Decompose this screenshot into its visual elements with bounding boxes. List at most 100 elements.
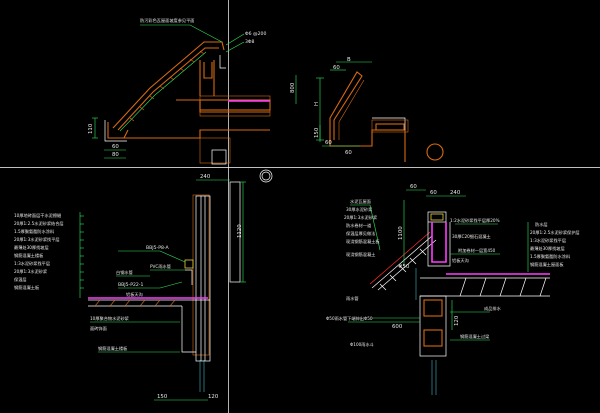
detail3-ref-1: BBJ5-P8-A [146, 245, 169, 251]
detail2-dim-60b: 60 [333, 65, 340, 71]
detail3-note-gutter: 铝板天沟 [126, 291, 143, 298]
detail3-note-bottom-2: 面砖饰面 [90, 325, 107, 332]
roof-slope-outer [112, 41, 225, 129]
detail4-note-bottom: Φ100雨水斗 [350, 341, 374, 348]
detail2-dim-60c: 60 [345, 150, 352, 156]
detail3-layer-4: 20厚1:3水泥砂浆找平层 [14, 236, 60, 243]
roof-slope-red [369, 231, 431, 285]
leader-callout-b [225, 41, 245, 53]
detail-1-eave-section: 防污彩色瓦屋面坡度参见平面 Φ6 @200 3Φ8 110 60 80 [88, 17, 271, 165]
detail4-note-right-2: 钢筋混凝土过梁 [460, 333, 490, 340]
leader-ref-2 [118, 281, 183, 289]
gutter-outline [427, 222, 451, 267]
leader-top-note [140, 24, 223, 43]
detail3-ref-2: BBJ5-P22-1 [118, 282, 144, 288]
gutter-bracket [185, 269, 193, 285]
detail4-note-gutter-2: 铝板天沟 [452, 257, 469, 264]
detail-2-parapet-section: 800 H 150 60 B 60 60 [290, 57, 444, 162]
detail4-dim-60b: 60 [410, 184, 417, 190]
detail4-roof-right-4: 最薄处30厚找坡层 [530, 245, 565, 252]
detail1-dim-110: 110 [88, 123, 94, 134]
eave-gutter-outline [104, 120, 127, 142]
drain-outlet [184, 259, 194, 269]
wall-column-outline [195, 195, 211, 362]
roof-slope-inner [377, 239, 437, 291]
detail3-note-drain: PVC雨水管 [150, 263, 171, 270]
detail3-dim-240: 240 [200, 174, 211, 180]
detail4-note-gutter-1: 附加卷材一层宽450 [458, 247, 496, 254]
detail3-dim-120: 120 [208, 394, 219, 400]
wall-lower [199, 137, 231, 164]
wall-right-outline [229, 181, 241, 283]
detail-4-eave-gutter-section: 水泥瓦屋面 30厚水泥砂浆 20厚1:3水泥砂浆 防水卷材一道 保温层厚见做法 … [326, 184, 580, 395]
detail3-layer-1: 10厚地砖面层干水泥擦缝 [14, 212, 62, 219]
parapet-outline-outer [329, 71, 406, 162]
detail4-roof-left-4: 防水卷材一道 [346, 222, 372, 229]
detail4-roof-right-2: 20厚1:2.5水泥砂浆保护层 [530, 229, 580, 236]
detail4-dim-1100: 1100 [398, 226, 404, 240]
detail1-callout-a: Φ6 @200 [245, 31, 266, 37]
detail4-roof-left-6: 现浇钢筋混凝土板 [346, 238, 380, 245]
detail3-note-steel: 白钢水管 [116, 269, 133, 276]
detail3-layer-10: 钢筋混凝土板 [14, 284, 40, 291]
detail3-layer-3: 1.5厚聚氨酯防水涂料 [14, 228, 55, 235]
detail2-dim-60: 60 [325, 140, 332, 146]
slab-edge [181, 306, 196, 353]
slab-hatch [459, 277, 547, 297]
detail4-note-pipe: Φ50雨水管下端伸出Φ50 [326, 315, 373, 322]
drain-circle [426, 143, 444, 161]
roof-tile-line [119, 51, 207, 132]
roof-tile-hatch [379, 248, 427, 291]
lintel-block [423, 299, 443, 317]
detail4-roof-right-5: 1.5厚聚氨酯防水涂料 [530, 253, 571, 260]
parapet-trough [203, 62, 213, 79]
slab-hatch [94, 299, 176, 307]
detail2-dim-b: B [347, 57, 351, 63]
detail4-note-slab: 现浇钢筋混凝土 [346, 251, 375, 258]
detail3-layer-7: 1:3水泥砂浆找平层 [14, 260, 50, 267]
detail3-dim-1120: 1120 [237, 224, 243, 238]
detail4-dim-240: 240 [450, 190, 461, 196]
leader-roof-left [350, 204, 381, 251]
detail4-roof-left-3: 20厚1:3水泥砂浆 [344, 214, 378, 221]
detail3-layer-9: 保温层 [14, 276, 27, 283]
detail1-callout-b: 3Φ8 [245, 39, 255, 45]
leader-callout-a [225, 33, 245, 46]
gutter-membrane [431, 222, 447, 263]
wall-block [423, 329, 443, 347]
detail3-layer-6: 钢筋混凝土楼板 [14, 252, 44, 259]
floor-slab [199, 95, 271, 117]
detail3-dim-150: 150 [157, 394, 168, 400]
detail4-callout-top-b: 30厚C20细石混凝土 [452, 233, 491, 240]
detail1-top-note: 防污彩色瓦屋面坡度参见平面 [140, 17, 194, 24]
roof-slope-outer [371, 235, 433, 289]
parapet-cap [219, 55, 226, 69]
detail1-dim-80: 80 [112, 152, 119, 158]
detail4-roof-left-2: 30厚水泥砂浆 [346, 206, 373, 213]
eave-gutter [107, 122, 129, 139]
parapet-outline-inner [338, 79, 365, 140]
detail3-layer-8: 20厚1:3水泥砂浆 [14, 268, 48, 275]
parapet-cap-inner [430, 213, 444, 221]
detail4-dim-60a: 60 [430, 190, 437, 196]
wall-lower-box [211, 149, 227, 165]
detail2-dim-h: H [314, 102, 320, 106]
roof-slope-inner [117, 47, 219, 131]
detail2-dim-150: 150 [314, 127, 320, 138]
detail3-layer-5: 最薄处30厚找坡层 [14, 244, 49, 251]
floor-slab-core [199, 99, 271, 111]
detail4-roof-right-6: 钢筋混凝土屋面板 [530, 261, 564, 268]
parapet-cap [427, 211, 447, 223]
slab-underside [124, 129, 270, 139]
detail4-roof-left-5: 保温层厚见做法 [346, 230, 375, 237]
wall-lower [419, 295, 447, 357]
detail4-dim-50: #50 [398, 264, 410, 270]
slab-core [375, 123, 405, 131]
leader-ref-1 [118, 250, 186, 263]
detail4-roof-right-3: 1:3水泥砂浆找平层 [530, 237, 566, 244]
slab-section [371, 119, 409, 133]
detail4-callout-top: 1:2水泥砂浆找平层厚20% [450, 217, 500, 224]
detail4-dim-600: 600 [392, 324, 403, 330]
